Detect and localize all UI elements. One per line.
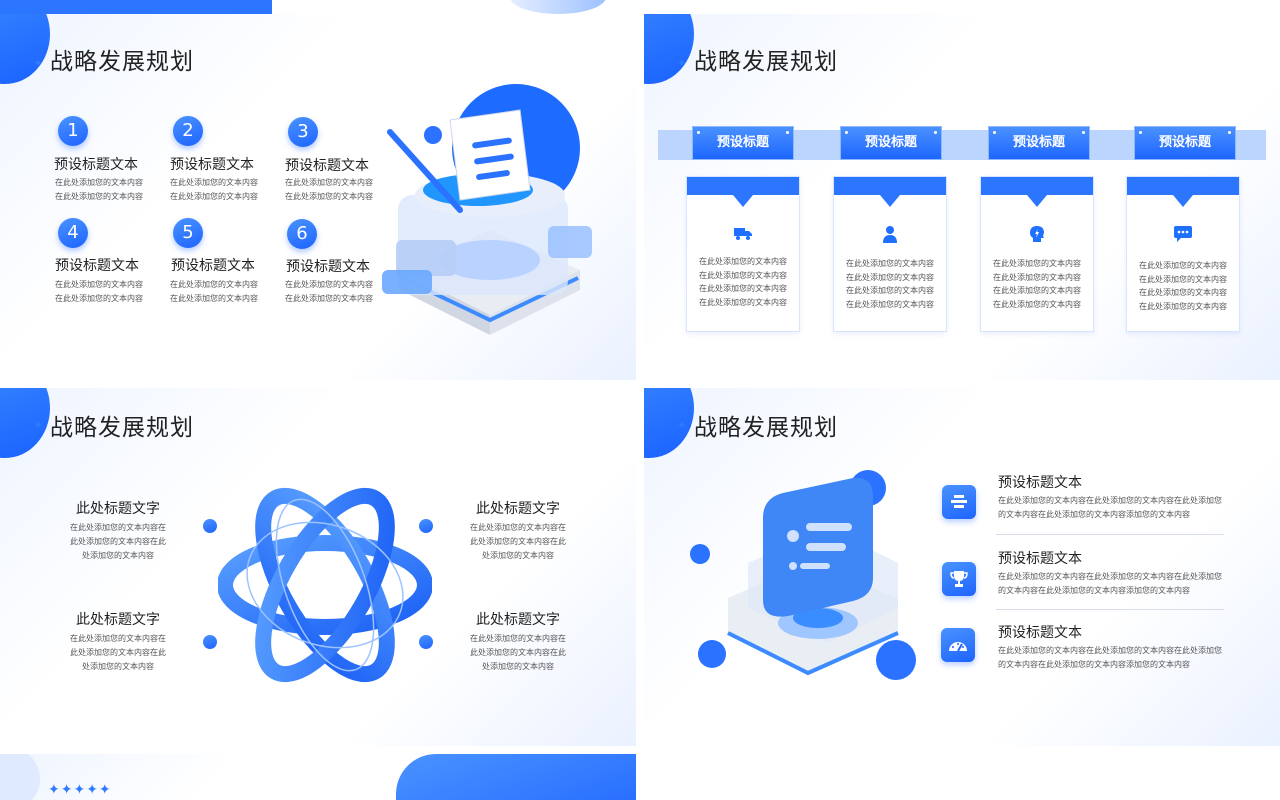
card-top bbox=[981, 177, 1093, 207]
card-text: 在此处添加您的文本内容在此处添加您的文本内容在此处添加您的文本内容在此处添加您的… bbox=[1139, 261, 1227, 311]
block-text: 在此处添加您的文本内容在此处添加您的文本内容在此处添加您的文本内容 bbox=[70, 523, 166, 560]
number-badge: 2 bbox=[173, 116, 203, 146]
corner-decoration bbox=[0, 754, 40, 800]
slide-1[interactable]: ✦ 战略发展规划 1 预设标题文本 在此处添加您的文本内容在此处添加您的文本内容… bbox=[0, 14, 636, 380]
top-strip bbox=[0, 0, 272, 14]
corner-decoration bbox=[0, 14, 50, 84]
atom-illustration bbox=[218, 487, 432, 683]
bullet-dot bbox=[419, 635, 433, 649]
card-text: 在此处添加您的文本内容在此处添加您的文本内容在此处添加您的文本内容在此处添加您的… bbox=[699, 257, 787, 307]
column-header: 预设标题 bbox=[840, 126, 942, 160]
item-title: 预设标题文本 bbox=[285, 158, 369, 174]
block-title: 此处标题文字 bbox=[476, 612, 560, 628]
truck-icon bbox=[733, 225, 753, 245]
card-top bbox=[687, 177, 799, 207]
block-title: 此处标题文字 bbox=[76, 501, 160, 517]
number-badge: 3 bbox=[288, 117, 318, 147]
person-icon bbox=[880, 225, 900, 245]
item-title: 预设标题文本 bbox=[171, 258, 255, 274]
column-header: 预设标题 bbox=[988, 126, 1090, 160]
item-title: 预设标题文本 bbox=[998, 625, 1082, 641]
item-title: 预设标题文本 bbox=[286, 259, 370, 275]
block-text: 在此处添加您的文本内容在此处添加您的文本内容在此处添加您的文本内容 bbox=[70, 634, 166, 671]
blue-blob-decoration bbox=[396, 754, 636, 800]
info-card: 在此处添加您的文本内容在此处添加您的文本内容在此处添加您的文本内容在此处添加您的… bbox=[833, 176, 947, 332]
slide-2[interactable]: ✦ 战略发展规划 预设标题 预设标题 预设标题 预设标题 在此处添加您的文本内容… bbox=[644, 14, 1280, 380]
info-card: 在此处添加您的文本内容在此处添加您的文本内容在此处添加您的文本内容在此处添加您的… bbox=[980, 176, 1094, 332]
sparkle-icon: ✦ bbox=[677, 418, 688, 432]
sparkle-icon: ✦ bbox=[33, 418, 44, 432]
item-text: 在此处添加您的文本内容在此处添加您的文本内容在此处添加您的文本内容在此处添加您的… bbox=[998, 646, 1222, 669]
bullet-dot bbox=[419, 519, 433, 533]
item-title: 预设标题文本 bbox=[54, 157, 138, 173]
card-top bbox=[834, 177, 946, 207]
item-text: 在此处添加您的文本内容在此处添加您的文本内容 bbox=[285, 280, 373, 303]
slide-title: 战略发展规划 bbox=[50, 415, 194, 441]
block-text: 在此处添加您的文本内容在此处添加您的文本内容在此处添加您的文本内容 bbox=[470, 634, 566, 671]
item-title: 预设标题文本 bbox=[55, 258, 139, 274]
list-icon bbox=[942, 485, 976, 519]
chat-icon bbox=[1173, 225, 1193, 245]
item-text: 在此处添加您的文本内容在此处添加您的文本内容 bbox=[170, 178, 258, 201]
head-lightbulb-icon bbox=[1027, 225, 1047, 245]
item-title: 预设标题文本 bbox=[998, 551, 1082, 567]
divider bbox=[996, 609, 1224, 610]
slide-5[interactable]: ✦✦✦✦✦ bbox=[0, 754, 636, 800]
slide-title: 战略发展规划 bbox=[694, 49, 838, 75]
divider bbox=[996, 534, 1224, 535]
info-card: 在此处添加您的文本内容在此处添加您的文本内容在此处添加您的文本内容在此处添加您的… bbox=[686, 176, 800, 332]
bullet-dot bbox=[203, 519, 217, 533]
top-strip-blob bbox=[510, 0, 606, 14]
corner-decoration bbox=[644, 14, 694, 84]
item-text: 在此处添加您的文本内容在此处添加您的文本内容 bbox=[170, 280, 258, 303]
sparkle-icons: ✦✦✦✦✦ bbox=[48, 782, 112, 798]
number-badge: 6 bbox=[287, 219, 317, 249]
slide-4[interactable]: ✦ 战略发展规划 预设标题文本 在此处添加您的文本内容在此处添加您的文本内容在此… bbox=[644, 388, 1280, 746]
item-text: 在此处添加您的文本内容在此处添加您的文本内容 bbox=[55, 280, 143, 303]
item-text: 在此处添加您的文本内容在此处添加您的文本内容在此处添加您的文本内容在此处添加您的… bbox=[998, 496, 1222, 519]
card-text: 在此处添加您的文本内容在此处添加您的文本内容在此处添加您的文本内容在此处添加您的… bbox=[993, 259, 1081, 309]
card-text: 在此处添加您的文本内容在此处添加您的文本内容在此处添加您的文本内容在此处添加您的… bbox=[846, 259, 934, 309]
item-text: 在此处添加您的文本内容在此处添加您的文本内容在此处添加您的文本内容在此处添加您的… bbox=[998, 572, 1222, 595]
sparkle-icon: ✦ bbox=[677, 56, 688, 70]
slide-3[interactable]: ✦ 战略发展规划 此处标题文字 在此处添加您的文本内容在此处添加您的文本内容在此… bbox=[0, 388, 636, 746]
chat-card-platform-illustration bbox=[690, 470, 916, 680]
card-top bbox=[1127, 177, 1239, 207]
block-text: 在此处添加您的文本内容在此处添加您的文本内容在此处添加您的文本内容 bbox=[470, 523, 566, 560]
trophy-icon bbox=[942, 562, 976, 596]
sparkle-icon: ✦ bbox=[33, 56, 44, 70]
column-header: 预设标题 bbox=[1134, 126, 1236, 160]
gauge-icon bbox=[941, 628, 975, 662]
item-text: 在此处添加您的文本内容在此处添加您的文本内容 bbox=[285, 178, 373, 201]
bullet-dot bbox=[203, 635, 217, 649]
block-title: 此处标题文字 bbox=[76, 612, 160, 628]
info-card: 在此处添加您的文本内容在此处添加您的文本内容在此处添加您的文本内容在此处添加您的… bbox=[1126, 176, 1240, 332]
number-badge: 5 bbox=[173, 218, 203, 248]
column-header: 预设标题 bbox=[692, 126, 794, 160]
block-title: 此处标题文字 bbox=[476, 501, 560, 517]
document-platform-illustration bbox=[382, 84, 592, 335]
item-text: 在此处添加您的文本内容在此处添加您的文本内容 bbox=[55, 178, 143, 201]
number-badge: 4 bbox=[58, 218, 88, 248]
item-title: 预设标题文本 bbox=[998, 475, 1082, 491]
slide-title: 战略发展规划 bbox=[694, 415, 838, 441]
slide-6[interactable] bbox=[644, 754, 1280, 800]
number-badge: 1 bbox=[58, 116, 88, 146]
slide-title: 战略发展规划 bbox=[50, 49, 194, 75]
item-title: 预设标题文本 bbox=[170, 157, 254, 173]
